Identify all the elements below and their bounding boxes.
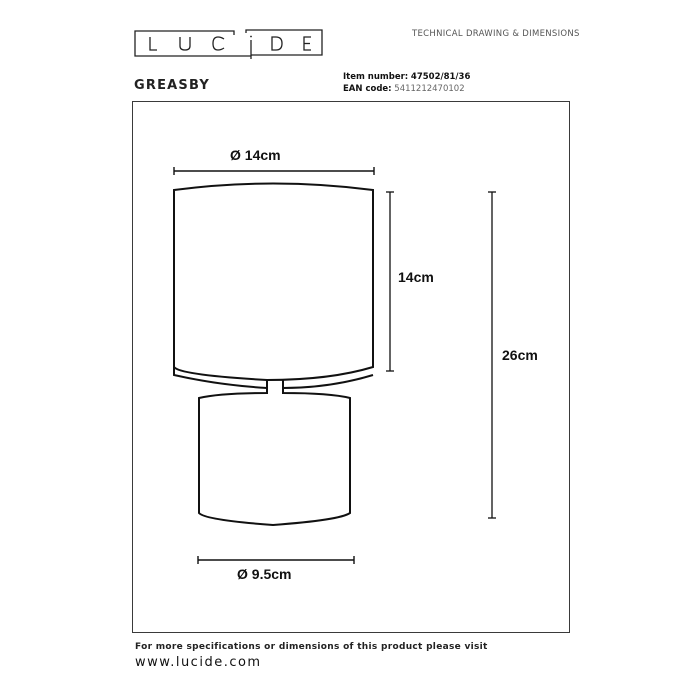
- lamp-base-outline: [198, 388, 351, 527]
- footer-text: For more specifications or dimensions of…: [135, 642, 488, 652]
- shade-diameter-label: Ø 14cm: [230, 147, 281, 163]
- ean-row: EAN code: 5411212470102: [343, 83, 470, 95]
- lamp-shade-outline: [173, 182, 374, 390]
- item-number-value: 47502/81/36: [410, 72, 471, 82]
- product-name: GREASBY: [134, 78, 210, 93]
- drawing-frame: [132, 101, 570, 633]
- item-number-row: Item number: 47502/81/36: [343, 71, 470, 83]
- item-number-label: Item number:: [343, 72, 409, 82]
- lamp-neck-outline: [173, 366, 374, 390]
- base-diameter-label: Ø 9.5cm: [237, 566, 292, 582]
- website-link[interactable]: www.lucide.com: [135, 655, 262, 670]
- total-height-label: 26cm: [502, 347, 538, 363]
- brand-logo: [134, 29, 324, 59]
- lucide-logo-icon: [134, 29, 323, 59]
- ean-value: 5411212470102: [394, 84, 465, 94]
- product-info: Item number: 47502/81/36 EAN code: 54112…: [343, 71, 470, 95]
- shade-height-label: 14cm: [398, 269, 434, 285]
- document-subtitle: TECHNICAL DRAWING & DIMENSIONS: [412, 29, 580, 39]
- ean-label: EAN code:: [343, 84, 392, 94]
